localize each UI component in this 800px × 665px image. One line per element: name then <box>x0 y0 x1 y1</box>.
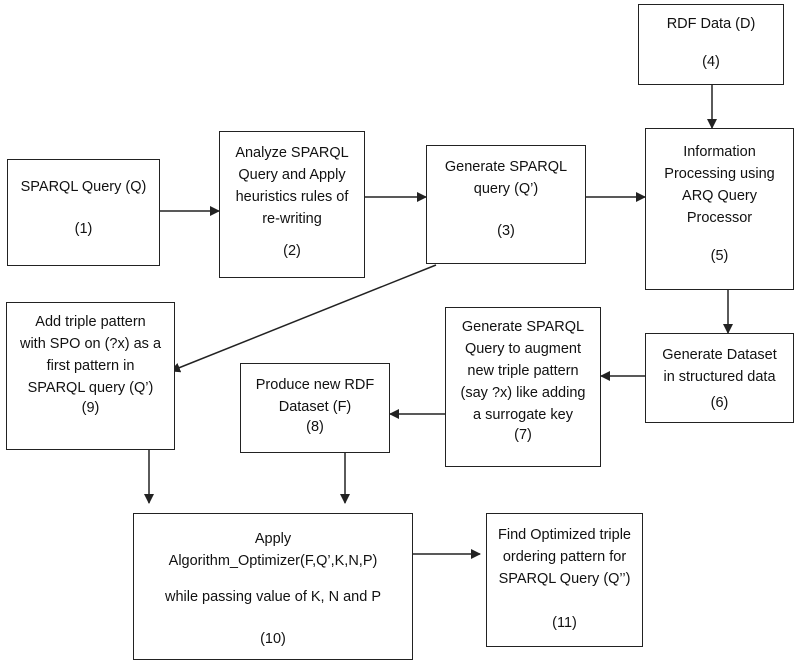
step-5-line-1: Information <box>683 144 756 160</box>
step-11-line-1: Find Optimized triple <box>498 527 631 543</box>
step-1-sparql-query: SPARQL Query (Q) (1) <box>7 159 160 266</box>
step-10-line-2: Algorithm_Optimizer(F,Q’,K,N,P) <box>168 553 378 569</box>
step-1-line-1: SPARQL Query (Q) <box>20 179 147 195</box>
step-6-line-1: Generate Dataset <box>662 347 777 363</box>
step-3-generate-query: Generate SPARQL query (Q’) (3) <box>426 145 586 264</box>
step-4-rdf-data: RDF Data (D) (4) <box>638 4 784 85</box>
step-1-number: (1) <box>74 221 93 237</box>
step-4-line-1: RDF Data (D) <box>666 16 756 32</box>
step-7-line-4: (say ?x) like adding <box>460 385 586 401</box>
step-10-number: (10) <box>260 631 286 647</box>
step-11-find-optimized: Find Optimized triple ordering pattern f… <box>486 513 643 647</box>
step-11-number: (11) <box>552 615 577 631</box>
step-4-number: (4) <box>702 54 720 70</box>
arrow-3-to-9 <box>170 264 437 373</box>
step-11-line-2: ordering pattern for <box>502 549 627 565</box>
step-9-line-1: Add triple pattern <box>35 314 146 330</box>
step-6-number: (6) <box>710 395 729 411</box>
step-9-line-2: with SPO on (?x) as a <box>19 336 162 352</box>
step-5-line-2: Processing using <box>664 166 775 182</box>
step-8-line-1: Produce new RDF <box>255 377 375 393</box>
step-7-line-1: Generate SPARQL <box>461 319 585 335</box>
step-6-line-2: in structured data <box>663 369 776 385</box>
step-5-line-4: Processor <box>686 210 753 226</box>
step-2-analyze-query: Analyze SPARQL Query and Apply heuristic… <box>219 131 365 278</box>
step-7-line-5: a surrogate key <box>473 407 573 423</box>
step-9-line-3: first pattern in <box>46 358 135 374</box>
step-2-number: (2) <box>283 243 301 259</box>
step-5-line-3: ARQ Query <box>682 188 757 204</box>
step-5-number: (5) <box>710 248 729 264</box>
step-10-line-1: Apply <box>254 531 292 547</box>
step-10-line-3: while passing value of K, N and P <box>164 589 381 605</box>
step-2-line-2: Query and Apply <box>238 167 346 183</box>
step-11-line-3: SPARQL Query (Q’’) <box>498 571 631 587</box>
step-2-line-4: re-writing <box>262 211 322 227</box>
step-10-apply-optimizer: Apply Algorithm_Optimizer(F,Q’,K,N,P) wh… <box>133 513 413 660</box>
step-7-line-2: Query to augment <box>464 341 582 357</box>
step-8-line-2: Dataset (F) <box>278 399 352 415</box>
step-6-generate-dataset: Generate Dataset in structured data (6) <box>645 333 794 423</box>
step-3-line-1: Generate SPARQL <box>444 159 568 175</box>
step-8-number: (8) <box>306 419 324 435</box>
step-3-line-2: query (Q’) <box>473 181 539 197</box>
step-3-number: (3) <box>497 223 515 239</box>
step-2-line-3: heuristics rules of <box>235 189 349 205</box>
step-9-number: (9) <box>81 400 100 416</box>
step-9-add-triple-pattern: Add triple pattern with SPO on (?x) as a… <box>6 302 175 450</box>
step-7-number: (7) <box>514 427 532 443</box>
step-7-line-3: new triple pattern <box>467 363 579 379</box>
step-5-information-processing: Information Processing using ARQ Query P… <box>645 128 794 290</box>
step-2-line-1: Analyze SPARQL <box>235 145 349 161</box>
step-7-augment-query: Generate SPARQL Query to augment new tri… <box>445 307 601 467</box>
step-9-line-4: SPARQL query (Q’) <box>27 380 154 396</box>
step-8-produce-dataset: Produce new RDF Dataset (F) (8) <box>240 363 390 453</box>
